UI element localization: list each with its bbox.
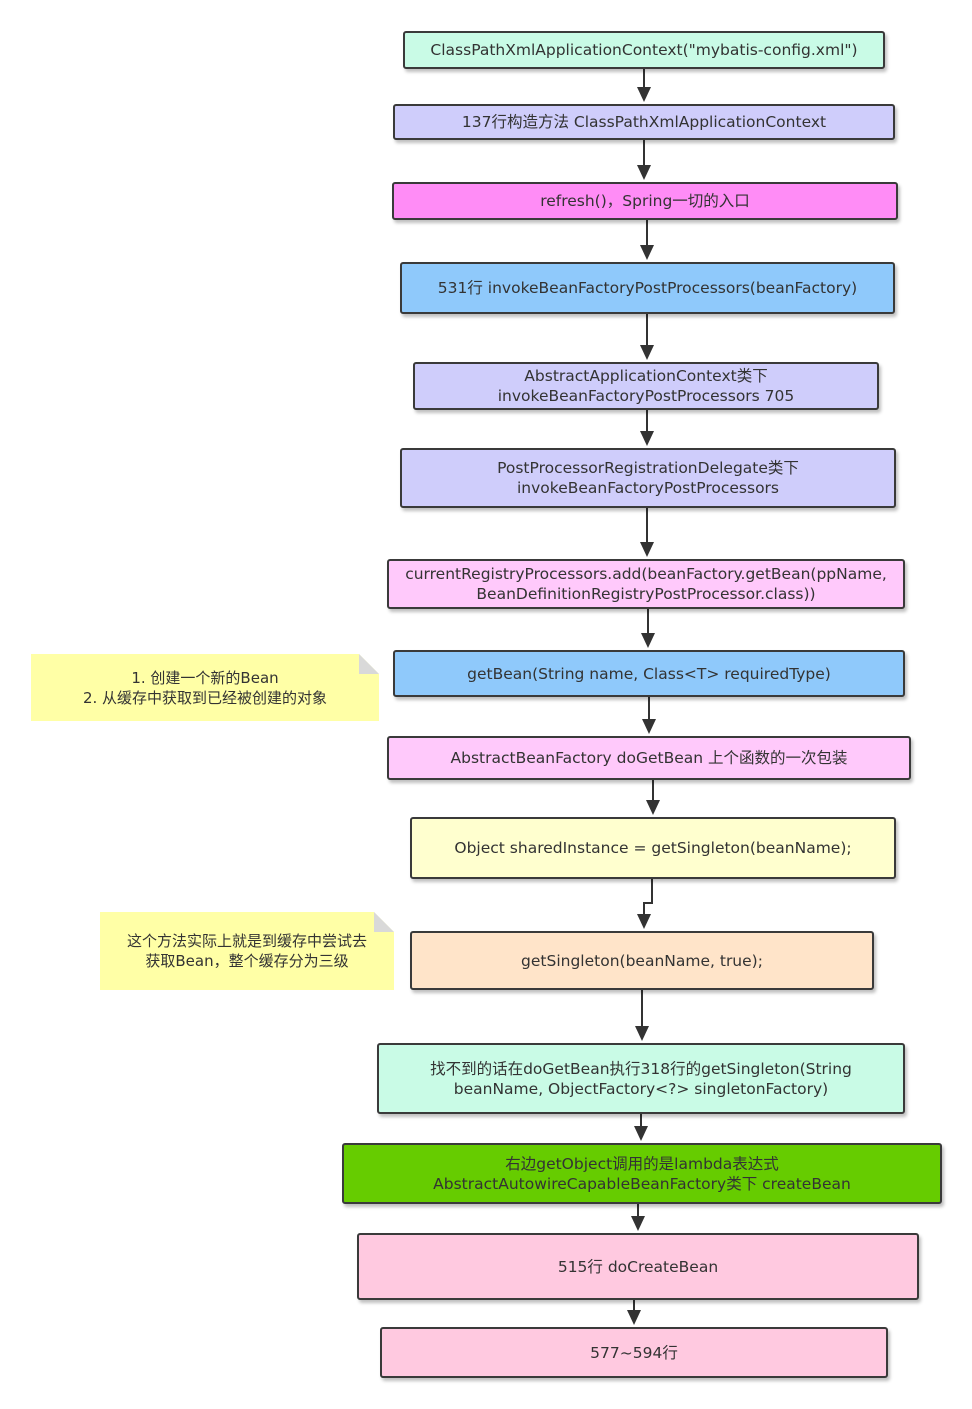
arrowhead-n6-n7: [640, 542, 654, 557]
flow-node-3: refresh()，Spring一切的入口: [392, 182, 898, 220]
arrowhead-n5-n6: [640, 431, 654, 446]
node-text-line: beanName, ObjectFactory<?> singletonFact…: [453, 1079, 829, 1098]
flow-node-4: 531行 invokeBeanFactoryPostProcessors(bea…: [400, 262, 895, 314]
flow-node-15: 577~594行: [380, 1327, 888, 1378]
arrowhead-n7-n8: [641, 633, 655, 648]
note-fold-shadow: [359, 654, 379, 674]
arrowhead-n8-n9: [642, 719, 656, 734]
node-text-line: PostProcessorRegistrationDelegate类下: [497, 459, 799, 477]
node-text-line: 右边getObject调用的是lambda表达式: [505, 1154, 779, 1173]
arrowhead-n4-n5: [640, 345, 654, 360]
arrowhead-n10-n11: [637, 914, 651, 929]
flow-node-8: getBean(String name, Class<T> requiredTy…: [393, 650, 905, 697]
node-text-line: refresh()，Spring一切的入口: [540, 192, 750, 210]
note-fold-shadow: [374, 912, 394, 932]
node-text-line: 137行构造方法 ClassPathXmlApplicationContext: [461, 113, 827, 131]
flow-node-6: PostProcessorRegistrationDelegate类下 invok…: [400, 448, 896, 508]
arrowhead-n12-n13: [634, 1126, 648, 1141]
arrowhead-n13-n14: [631, 1216, 645, 1231]
node-text-line: 531行 invokeBeanFactoryPostProcessors(bea…: [437, 279, 858, 297]
node-text-line: getSingleton(beanName, true);: [521, 951, 763, 970]
flow-node-9: AbstractBeanFactory doGetBean 上个函数的一次包装: [387, 736, 911, 780]
node-text-line: AbstractApplicationContext类下: [524, 367, 768, 385]
node-text-line: AbstractBeanFactory doGetBean 上个函数的一次包装: [450, 749, 848, 767]
arrowhead-n2-n3: [637, 165, 651, 180]
arrowhead-n1-n2: [637, 87, 651, 102]
flow-node-10: Object sharedInstance = getSingleton(bea…: [410, 817, 896, 879]
node-text-line: ClassPathXmlApplicationContext("mybatis-…: [430, 41, 858, 59]
arrowhead-n11-n12: [635, 1026, 649, 1041]
flow-node-11: getSingleton(beanName, true);: [410, 931, 874, 990]
connector-n10-n11: [643, 879, 653, 918]
node-text-line: currentRegistryProcessors.add(beanFactor…: [405, 565, 887, 583]
arrowhead-n9-n10: [646, 800, 660, 815]
node-text-line: 找不到的话在doGetBean执行318行的getSingleton(Strin…: [430, 1059, 852, 1078]
node-text-line: 515行 doCreateBean: [557, 1257, 719, 1276]
flow-node-7: currentRegistryProcessors.add(beanFactor…: [387, 559, 905, 609]
node-text-line: 这个方法实际上就是到缓存中尝试去: [126, 932, 367, 950]
node-text-line: BeanDefinitionRegistryPostProcessor.clas…: [476, 585, 816, 603]
arrowhead-n3-n4: [640, 245, 654, 260]
node-text-line: invokeBeanFactoryPostProcessors: [516, 479, 780, 497]
arrowhead-n14-n15: [627, 1310, 641, 1325]
flow-node-2: 137行构造方法 ClassPathXmlApplicationContext: [393, 104, 895, 140]
node-text-line: 1. 创建一个新的Bean: [131, 668, 279, 687]
node-text-line: 577~594行: [590, 1343, 678, 1362]
flow-node-12: 找不到的话在doGetBean执行318行的getSingleton(Strin…: [377, 1043, 905, 1114]
node-text-line: 2. 从缓存中获取到已经被创建的对象: [82, 688, 328, 707]
sticky-note-2: 这个方法实际上就是到缓存中尝试去获取Bean，整个缓存分为三级: [100, 912, 394, 990]
flow-node-14: 515行 doCreateBean: [357, 1233, 919, 1300]
flow-node-1: ClassPathXmlApplicationContext("mybatis-…: [403, 31, 885, 69]
node-text-line: AbstractAutowireCapableBeanFactory类下 cre…: [433, 1174, 851, 1193]
node-text-line: invokeBeanFactoryPostProcessors 705: [497, 387, 795, 405]
node-text-line: getBean(String name, Class<T> requiredTy…: [467, 664, 831, 683]
flow-node-5: AbstractApplicationContext类下 invokeBeanFa…: [413, 362, 879, 410]
node-text-line: 获取Bean，整个缓存分为三级: [145, 952, 349, 970]
node-text-line: Object sharedInstance = getSingleton(bea…: [454, 839, 852, 857]
